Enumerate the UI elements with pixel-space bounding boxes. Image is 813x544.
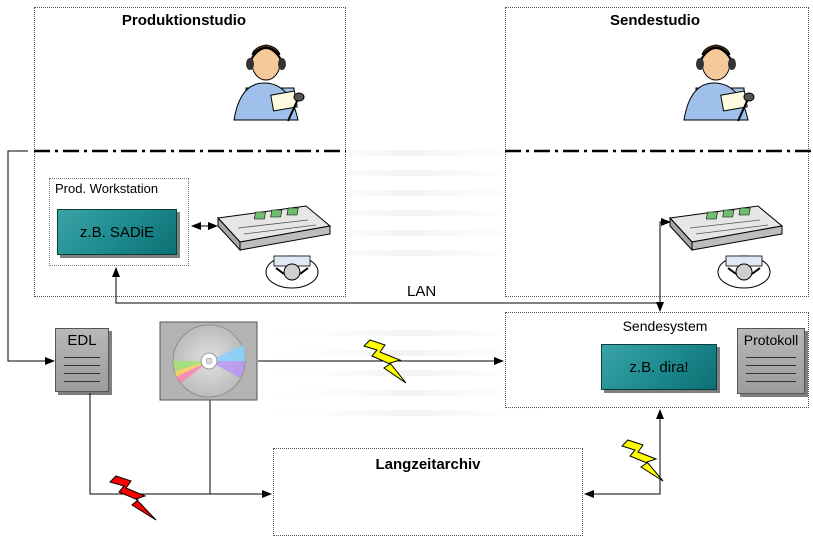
- produktionstudio-title: Produktionstudio: [121, 12, 247, 29]
- protokoll-label: Protokoll: [743, 332, 799, 348]
- mixing-desk-icon: [216, 205, 332, 289]
- lightning-icon: [621, 439, 664, 482]
- prod-workstation-label: Prod. Workstation: [55, 181, 159, 196]
- lightning-icon: [109, 475, 157, 521]
- sendestudio-title: Sendestudio: [609, 12, 700, 29]
- edl-document-icon: EDL: [55, 328, 109, 392]
- produktion-to-edl-line: [7, 150, 55, 365]
- edl-label: EDL: [67, 332, 97, 349]
- lan-line: [112, 218, 671, 304]
- sendesystem-title: Sendesystem: [622, 318, 708, 334]
- langzeitarchiv-box: [273, 448, 583, 536]
- dira-software-box: z.B. dira!: [601, 344, 717, 390]
- mixing-desk-icon: [668, 205, 784, 289]
- radio-host-icon: [233, 44, 305, 122]
- langzeitarchiv-title: Langzeitarchiv: [375, 456, 481, 473]
- lan-label: LAN: [407, 283, 437, 300]
- radio-host-icon: [683, 44, 755, 122]
- lightning-icon: [363, 339, 407, 384]
- edl-to-archive-line: [89, 393, 272, 498]
- protokoll-document-icon: Protokoll: [737, 328, 805, 394]
- cd-disc-icon: [159, 321, 258, 401]
- sendesystem-archive-link: [584, 409, 664, 498]
